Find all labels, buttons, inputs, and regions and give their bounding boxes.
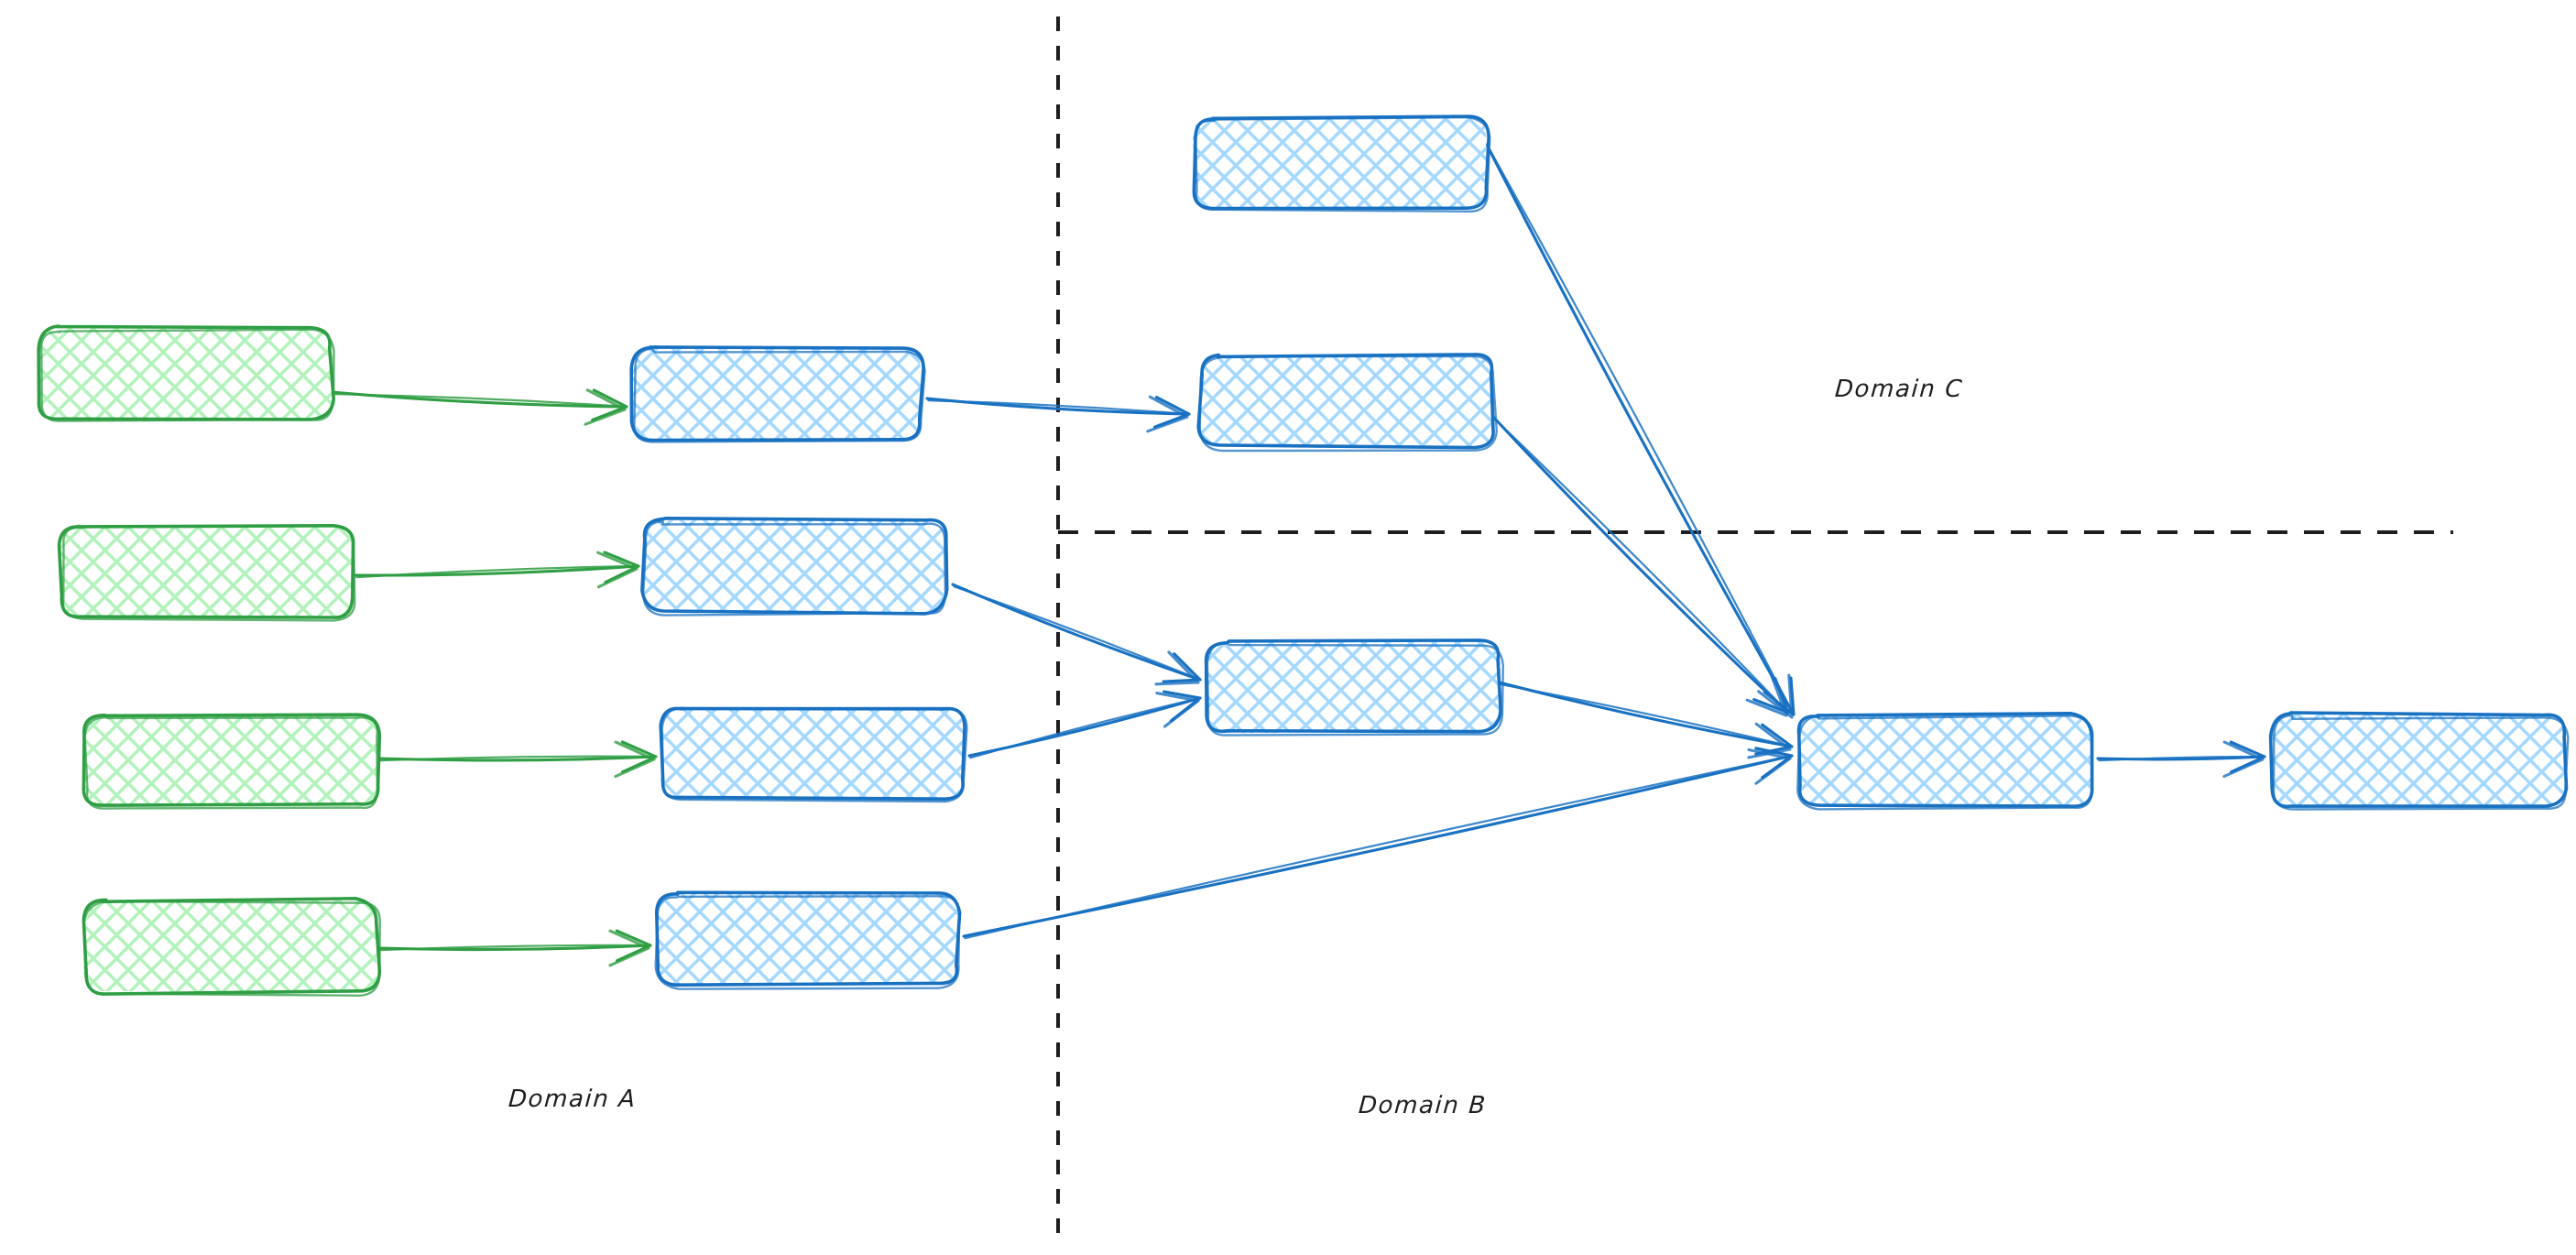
node-outline — [1198, 355, 1498, 453]
node-fill — [654, 892, 959, 985]
node-a4[interactable] — [82, 897, 382, 997]
edge-b2-to-c3 — [951, 583, 1202, 686]
node-outline — [82, 897, 382, 996]
node-outline — [642, 520, 947, 617]
edge-layer — [330, 143, 2266, 967]
node-c2[interactable] — [1196, 353, 1498, 453]
node-a3[interactable] — [82, 713, 382, 810]
node-outline — [1195, 115, 1491, 213]
node-fill — [1205, 641, 1501, 734]
node-d1[interactable] — [1796, 712, 2094, 811]
node-fill — [1797, 715, 2091, 807]
node-outline — [83, 716, 379, 810]
node-c3[interactable] — [1204, 638, 1504, 737]
node-outline — [633, 347, 926, 443]
edge-a4-to-b4 — [377, 929, 652, 967]
node-b3[interactable] — [659, 706, 968, 803]
node-fill — [60, 523, 354, 617]
node-fill — [83, 714, 378, 807]
edge-c1-to-d1 — [1485, 143, 1796, 719]
node-outline — [2272, 714, 2570, 811]
node-outline — [660, 706, 968, 803]
node-outline — [1796, 714, 2094, 811]
node-fill — [631, 347, 922, 441]
divider-layer — [1056, 16, 2453, 1239]
node-fill — [660, 707, 965, 800]
edge-b3-to-c3 — [967, 690, 1202, 759]
edge-c3-to-d1 — [1498, 681, 1794, 759]
edge-b1-to-c2 — [925, 395, 1191, 433]
edge-b4-to-d1 — [962, 747, 1794, 940]
node-fill — [2271, 714, 2566, 807]
node-outline — [1206, 641, 1504, 737]
label-domain-c: Domain C — [1833, 376, 1965, 403]
node-outline — [659, 706, 966, 801]
node-a1[interactable] — [37, 324, 335, 422]
node-outline — [82, 900, 381, 997]
node-fill — [642, 518, 946, 614]
node-b2[interactable] — [640, 517, 949, 617]
node-a2[interactable] — [57, 523, 356, 622]
node-c1[interactable] — [1192, 115, 1491, 213]
node-e1[interactable] — [2268, 711, 2570, 811]
node-b4[interactable] — [654, 890, 962, 990]
edge-a3-to-b3 — [377, 740, 658, 779]
node-layer — [37, 115, 2570, 997]
edge-d1-to-e1 — [2096, 740, 2266, 779]
node-outline — [39, 328, 335, 422]
edge-a1-to-b1 — [330, 388, 628, 426]
node-fill — [83, 900, 377, 993]
node-fill — [1192, 116, 1487, 209]
node-outline — [640, 517, 949, 616]
label-domain-a: Domain A — [507, 1086, 638, 1113]
node-outline — [61, 524, 356, 622]
node-fill — [1198, 355, 1494, 448]
node-fill — [38, 327, 333, 420]
label-domain-b: Domain B — [1357, 1092, 1488, 1119]
edge-a2-to-b2 — [354, 551, 640, 589]
node-b1[interactable] — [629, 345, 926, 443]
edge-c2-to-d1 — [1491, 415, 1790, 717]
node-outline — [629, 345, 925, 442]
node-outline — [654, 895, 961, 990]
